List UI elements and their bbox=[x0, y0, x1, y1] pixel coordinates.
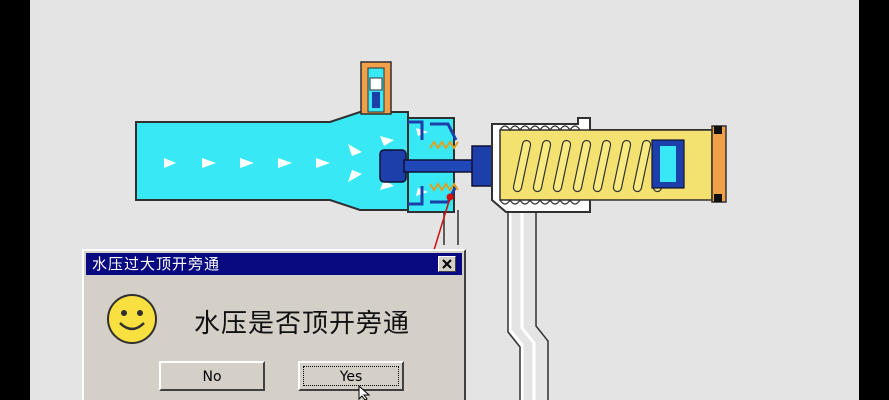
bypass-valve-diagram bbox=[135, 61, 727, 400]
mouse-cursor-icon bbox=[358, 385, 371, 400]
yes-button-label: Yes bbox=[339, 369, 363, 385]
flow-arrows bbox=[164, 128, 428, 196]
pointer-line bbox=[433, 197, 451, 251]
piston-head bbox=[379, 149, 407, 183]
close-button[interactable] bbox=[438, 256, 456, 272]
dialog-titlebar: 水压过大顶开旁通 bbox=[86, 253, 462, 275]
smiley-face-icon bbox=[107, 294, 157, 344]
yes-button[interactable]: Yes bbox=[298, 361, 404, 391]
bypass-pipe bbox=[508, 210, 536, 400]
main-spring bbox=[512, 139, 672, 193]
no-button[interactable]: No bbox=[159, 361, 265, 391]
dialog-message: 水压是否顶开旁通 bbox=[194, 309, 411, 339]
end-cap-fitting bbox=[711, 125, 727, 203]
message-dialog: 水压过大顶开旁通 水压是否顶开旁通 No Yes bbox=[82, 249, 466, 400]
valve-diagram-scene: 水压过大顶开旁通 水压是否顶开旁通 No Yes bbox=[30, 0, 859, 400]
focus-ring bbox=[303, 366, 399, 386]
dialog-title: 水压过大顶开旁通 bbox=[92, 255, 221, 273]
water-inlet-channel bbox=[135, 111, 409, 211]
no-button-label: No bbox=[202, 369, 222, 385]
close-x-icon bbox=[442, 259, 452, 269]
